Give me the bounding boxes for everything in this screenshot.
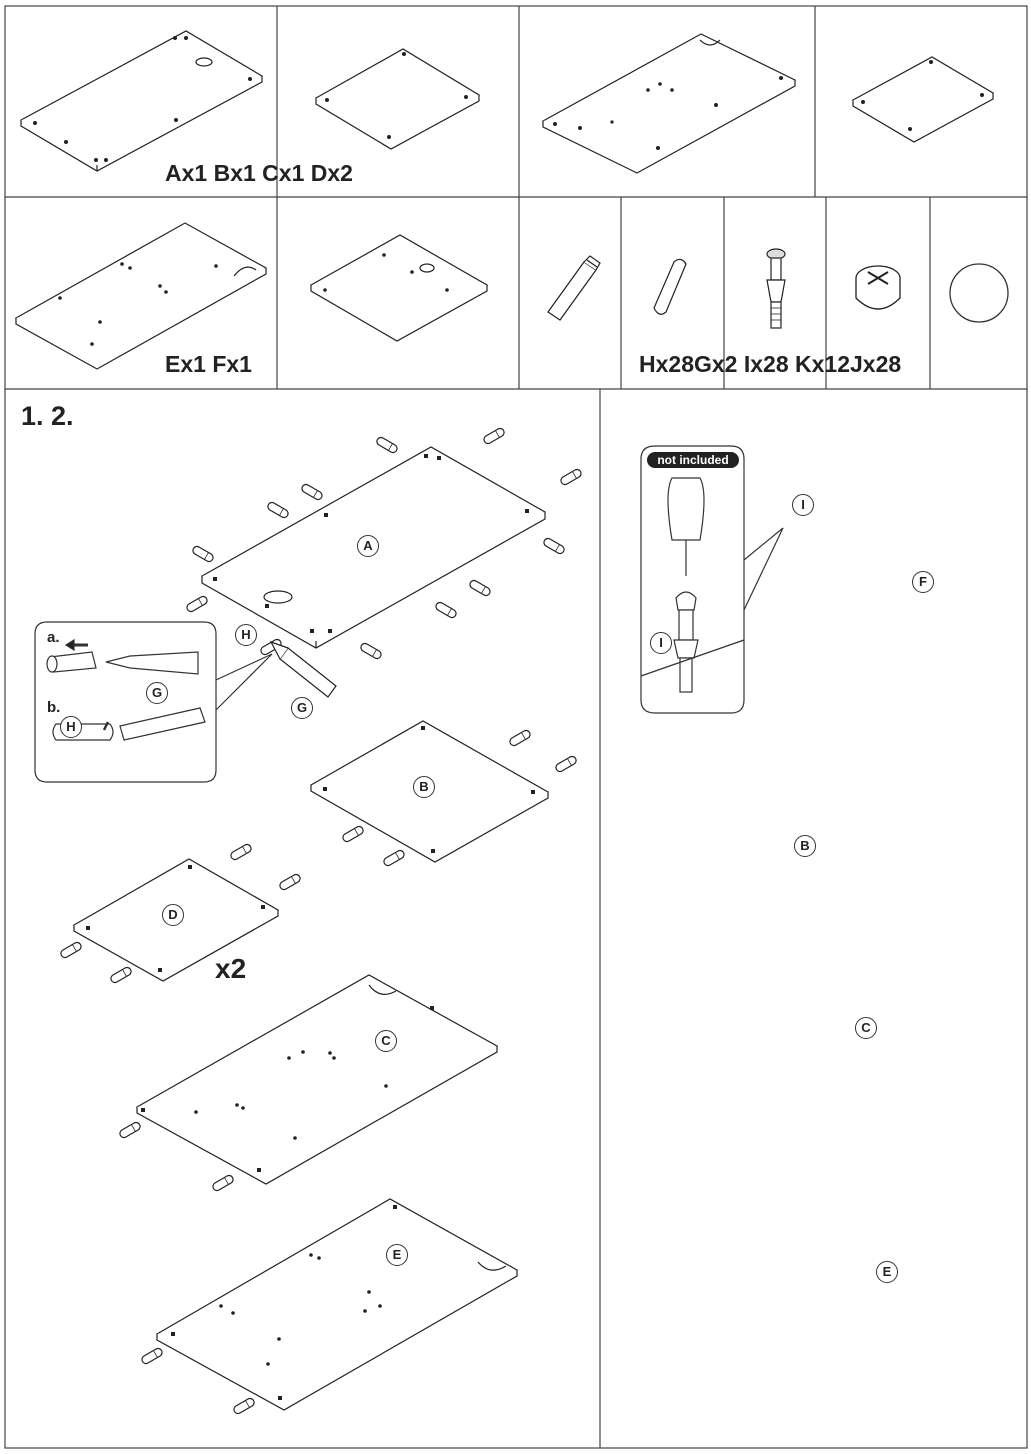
inset-label-g: G (146, 682, 168, 704)
part-panel-c (541, 33, 797, 174)
inset-label-h: H (60, 716, 82, 738)
parts-row1-caption: Ax1 Bx1 Cx1 Dx2 (165, 160, 353, 186)
step-glue-tube (269, 640, 337, 698)
parts-row2-caption-hardware: Hx28Gx2 Ix28 Kx12Jx28 (639, 351, 901, 377)
glue-inset (34, 621, 273, 783)
part-panel-a (19, 30, 264, 172)
part-panel-d (851, 56, 995, 143)
parts-row2-caption-panels: Ex1 Fx1 (165, 351, 252, 377)
label-a: A (357, 535, 379, 557)
part-glue-tube-g (547, 255, 601, 321)
inset-sub-b: b. (47, 699, 60, 716)
label-b: B (413, 776, 435, 798)
part-dowel-h (653, 258, 687, 315)
label-b-right: B (794, 835, 816, 857)
grid-lines (4, 5, 1028, 1449)
multiplier-x2: x2 (215, 953, 246, 984)
label-c-right: C (855, 1017, 877, 1039)
inset-label-i: I (650, 632, 672, 654)
not-included-badge: not included (647, 452, 739, 468)
part-panel-b (314, 48, 481, 150)
label-h: H (235, 624, 257, 646)
inset-sub-a: a. (47, 629, 60, 646)
part-cap-j (949, 263, 1009, 323)
label-e: E (386, 1244, 408, 1266)
part-cam-bolt-i (766, 248, 786, 329)
step-panel-e (155, 1198, 519, 1411)
screwdriver-inset (640, 445, 784, 714)
part-cam-lock-k (855, 265, 901, 310)
label-c: C (375, 1030, 397, 1052)
step-panel-c (135, 974, 499, 1185)
label-i: I (792, 494, 814, 516)
label-d: D (162, 904, 184, 926)
label-f: F (912, 571, 934, 593)
label-g: G (291, 697, 313, 719)
label-e-right: E (876, 1261, 898, 1283)
step-title: 1. 2. (21, 401, 74, 431)
part-panel-e (14, 222, 268, 370)
part-panel-f (309, 234, 489, 342)
